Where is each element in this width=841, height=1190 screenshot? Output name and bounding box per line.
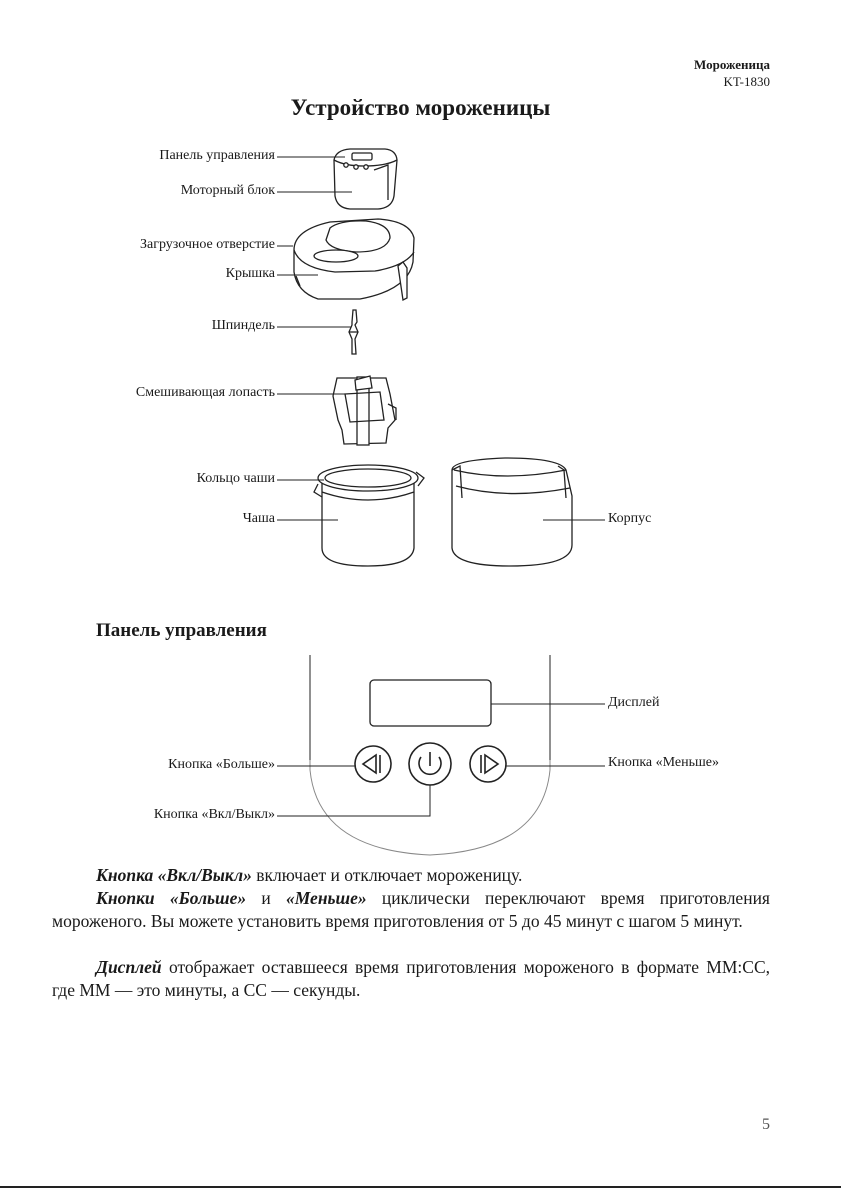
label-more-button: Кнопка «Больше»: [168, 757, 275, 772]
paragraph-power: Кнопка «Вкл/Выкл» включает и отключает м…: [52, 864, 770, 887]
spindle-illustration: [348, 309, 359, 355]
paragraph-more-less-and: и: [246, 888, 286, 908]
label-loading-hole: Загрузочное отверстие: [139, 237, 275, 252]
label-housing: Корпус: [608, 511, 652, 526]
label-lid: Крышка: [225, 266, 275, 281]
page-number: 5: [762, 1116, 770, 1133]
page-title: Устройство мороженицы: [290, 95, 551, 120]
housing-illustration: [451, 457, 573, 567]
label-bowl-ring: Кольцо чаши: [196, 471, 275, 486]
paragraph-more-less-text: циклически переключают время приготовлен…: [52, 888, 770, 931]
motor-block-illustration: [333, 148, 398, 210]
section-title-control-panel: Панель управления: [96, 620, 267, 641]
header-product: Мороженица: [693, 57, 770, 72]
label-power-button: Кнопка «Вкл/Выкл»: [153, 807, 275, 822]
term-less: «Меньше»: [285, 888, 367, 908]
label-control-panel: Панель управления: [159, 148, 275, 163]
label-paddle: Смешивающая лопасть: [135, 385, 275, 400]
lid-illustration: [293, 218, 415, 301]
label-motor-block: Моторный блок: [180, 183, 275, 198]
display-illustration: [369, 679, 492, 727]
label-spindle: Шпиндель: [211, 318, 275, 333]
term-display: Дисплей: [96, 957, 162, 977]
label-bowl: Чаша: [242, 511, 275, 526]
control-panel-illustration: [309, 655, 551, 856]
paragraph-display-text: отображает оставшееся время приготовлени…: [52, 957, 770, 1000]
bowl-illustration: [313, 464, 425, 567]
header-model: KT-1830: [723, 74, 770, 89]
paragraph-display: Дисплей отображает оставшееся время приг…: [52, 956, 770, 1002]
label-display: Дисплей: [608, 695, 660, 710]
term-power: Кнопка «Вкл/Выкл»: [96, 865, 252, 885]
bottom-rule: [0, 1186, 841, 1188]
paddle-illustration: [332, 375, 397, 446]
paragraph-power-text: включает и отключает мороженицу.: [251, 865, 523, 885]
label-less-button: Кнопка «Меньше»: [608, 755, 719, 770]
term-more: Кнопки «Больше»: [96, 888, 247, 908]
paragraph-more-less: Кнопки «Больше» и «Меньше» циклически пе…: [52, 887, 770, 933]
